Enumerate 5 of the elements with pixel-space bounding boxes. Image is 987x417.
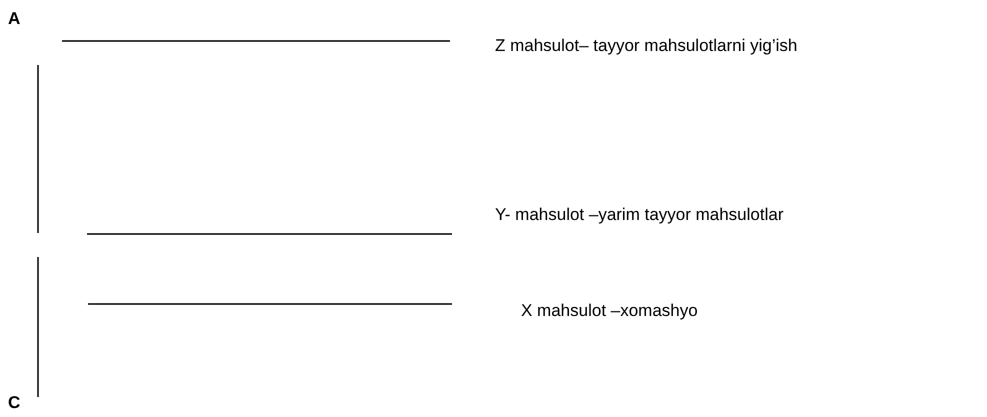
level-label: Z mahsulot– tayyor mahsulotlarni yig’ish [495,35,798,57]
point-label: C [8,392,20,414]
point-label: A [8,8,20,30]
level-label: X mahsulot –xomashyo [521,300,698,322]
level-label: Y- mahsulot –yarim tayyor mahsulotlar [495,204,784,226]
